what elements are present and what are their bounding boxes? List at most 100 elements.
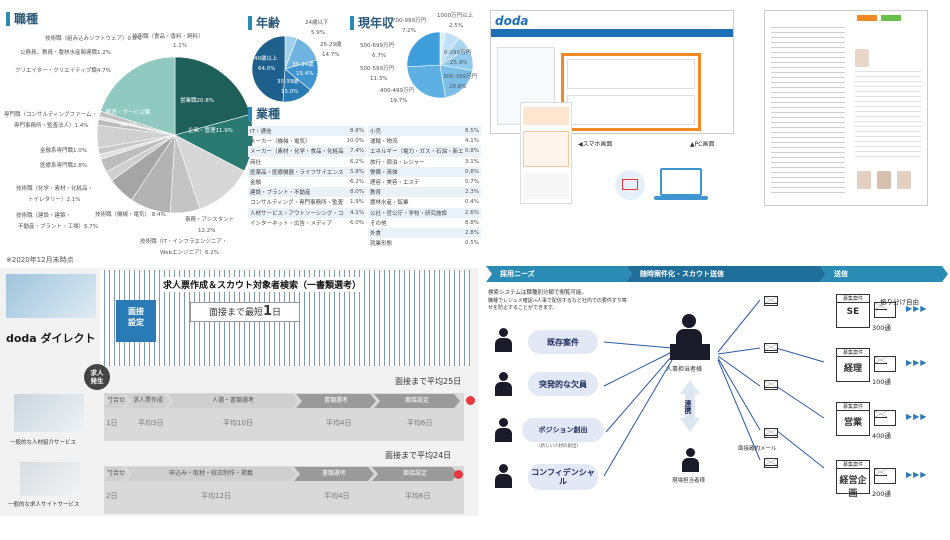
need-position-sub: （新しい人材の創出） <box>536 444 581 449</box>
envelope-icon-1 <box>764 296 778 306</box>
need-sudden: 突発的な欠員 <box>528 372 598 396</box>
industry-right-pct: 2.3% <box>463 187 481 198</box>
site-manager-label: 現場担当者様 <box>672 478 706 484</box>
industry-left-pct: 7.4% <box>344 146 366 157</box>
age-label-24: 24歳以下 <box>305 20 329 26</box>
industry-right-name: 旅行・宿泊・レジャー <box>370 159 425 166</box>
forward-arrows-icon: ▶▶▶ <box>906 470 928 479</box>
stacked-mail-icon <box>874 410 896 426</box>
site-step: 面接設定 <box>372 467 458 481</box>
occ-label-mech: 技術職（機械・電気） 8.4% <box>95 212 166 218</box>
occ-label-office-pct: 12.2% <box>198 228 216 234</box>
direct-time-callout: 面接まで最短1日 <box>190 302 300 322</box>
industry-left-pct: 6.2% <box>350 158 364 165</box>
occ-label-chem: 技術職（化学・素材・化粧品・ <box>16 186 94 192</box>
industry-right-row: その他 8.8% <box>368 218 481 228</box>
nav-bar <box>491 29 733 37</box>
age-label-24-pct: 5.9% <box>311 30 325 36</box>
agent-days: 1日 <box>106 419 118 427</box>
assign-label: 振り分け自由 <box>880 298 919 306</box>
agent-days: 平均6日 <box>407 419 433 427</box>
agent-image <box>14 394 84 432</box>
person-icon-3 <box>494 418 512 442</box>
occ-label-food-pct: 1.1% <box>173 43 187 49</box>
inc-label-700: 700-999万円 <box>392 18 426 24</box>
age-slice-4 <box>251 35 286 103</box>
industry-left-name: 医薬品・医療機器・ライフサイエンス・医療系サービス <box>248 166 345 177</box>
agent-days: 平均3日 <box>138 419 164 427</box>
industry-title: 業種 <box>248 107 280 121</box>
age-label-25-pct: 14.7% <box>322 52 340 58</box>
age-label-40: 40歳以上 <box>254 56 278 62</box>
industry-left-pct: 5.8% <box>344 166 366 177</box>
laptop-base <box>654 196 708 200</box>
inc-label-400-pct: 19.7% <box>390 98 408 104</box>
industry-right-name: その他 <box>370 220 387 227</box>
site-end-dot <box>454 470 463 479</box>
direct-image <box>6 274 96 318</box>
need-existing: 既存案件 <box>528 330 598 354</box>
occ-label-it: 技術職（IT・インフラエンジニア・ <box>140 239 228 245</box>
occ-label-consult: 専門職（コンサルティングファーム・ <box>4 112 98 118</box>
income-slice-6 <box>406 31 441 68</box>
industry-right-pct: 8.8% <box>465 219 479 226</box>
industry-left-name: 金融 <box>250 180 262 187</box>
agent-end-dot <box>466 396 475 405</box>
sp-card <box>523 131 569 167</box>
occupation-pie-chart <box>96 56 254 214</box>
industry-left-name: 商社 <box>250 159 262 166</box>
occ-label-service: 販売・サービス職 <box>106 110 151 116</box>
industry-left-pct: 6.0% <box>350 219 364 226</box>
job-card-type: 募集案件 <box>837 349 869 357</box>
profile-avatar <box>855 49 869 67</box>
job-card-name: 経営企画 <box>839 476 867 499</box>
inc-label-0-pct: 25.9% <box>450 60 468 66</box>
industry-left-name: メーカー（機械・電気） <box>250 139 311 146</box>
message-card-2 <box>567 95 695 125</box>
forward-arrows-icon: ▶▶▶ <box>906 304 928 313</box>
site-step: 申込み・取材・校正制作・掲載 <box>126 467 296 481</box>
pc-caption: ▲PC画面 <box>690 141 715 148</box>
job-card-name: 経理 <box>843 364 862 374</box>
inc-label-600-pct: 6.7% <box>372 53 386 59</box>
laptop-icon <box>660 168 702 196</box>
collab-label: 連携 <box>684 400 692 414</box>
occ-label-med: 医療系専門職2.8% <box>40 163 87 169</box>
collab-badge <box>680 380 700 432</box>
industry-right-name: 小売 <box>368 126 463 137</box>
industry-left-row: 商社 6.2% <box>248 157 366 167</box>
age-label-35-pct: 15.0% <box>281 89 299 95</box>
occ-label-public: 公務員、教員・農林水産関連職1.2% <box>20 50 111 56</box>
industry-right-pct: 2.6% <box>463 207 481 218</box>
site-label: 一般的な求人サイトサービス <box>8 502 80 508</box>
forward-arrows-icon: ▶▶▶ <box>906 358 928 367</box>
occupation-title: 職種 <box>6 12 38 26</box>
occ-label-office: 事務・アシスタント <box>185 217 235 223</box>
income-slice-5 <box>406 64 446 99</box>
site-days: 2日 <box>106 492 118 500</box>
occ-label-build: 技術職（建設・建築・ <box>16 213 72 219</box>
industry-right-name: 教育 <box>368 187 463 198</box>
job-card-type: 募集案件 <box>837 403 869 411</box>
person-icon-1 <box>494 328 512 352</box>
industry-right-pct: 4.1% <box>465 138 479 145</box>
occ-label-consult2: 専門事務所・監査法人）1.4% <box>14 123 89 129</box>
envelope-icon-4 <box>764 428 778 438</box>
hr-label: 人事担当者様 <box>666 366 703 373</box>
site-image <box>20 462 80 496</box>
occ-label-planning: 企画・管理11.9% <box>188 128 233 134</box>
forward-arrows-icon: ▶▶▶ <box>906 412 928 421</box>
hr-desk-icon <box>670 314 710 360</box>
income-slice-4 <box>439 64 473 98</box>
industry-right-pct: 0.7% <box>465 179 479 186</box>
site-avg: 面接まで平均24日 <box>385 451 452 460</box>
industry-left-row: メーカー（素材・化学・食品・化粧品・その他）7.4% <box>248 146 366 157</box>
direct-time-num: 1 <box>262 304 273 319</box>
industry-left-name: 人材サービス・アウトソーシング・コールセンター <box>248 207 345 218</box>
stacked-mail-icon <box>874 356 896 372</box>
industry-left-pct: 8.0% <box>344 187 366 198</box>
